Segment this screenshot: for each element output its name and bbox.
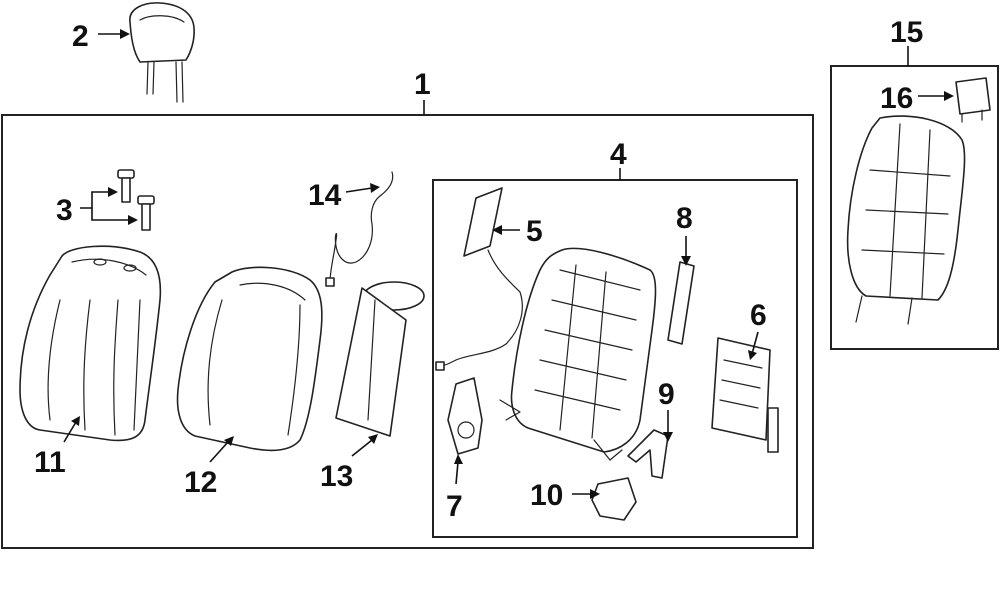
leader-12 bbox=[209, 441, 229, 463]
leader-lines bbox=[63, 29, 954, 499]
leader-3 bbox=[80, 191, 134, 221]
leader-7 bbox=[455, 461, 459, 485]
callout-8: 8 bbox=[676, 202, 693, 235]
group-box-1 bbox=[1, 114, 814, 549]
part-9-lever bbox=[627, 429, 669, 479]
group-box-4 bbox=[432, 179, 798, 538]
part-2-headrest bbox=[129, 2, 195, 103]
leader-6 bbox=[751, 331, 759, 355]
leader-11 bbox=[63, 421, 77, 443]
part-5-lumbar-cable bbox=[435, 187, 523, 371]
part-14-wiring-harness bbox=[325, 171, 394, 287]
callout-2: 2 bbox=[72, 20, 89, 53]
part-13-side-bolster bbox=[335, 281, 425, 437]
leader-13 bbox=[351, 439, 373, 457]
callout-14: 14 bbox=[308, 179, 342, 212]
callout-16: 16 bbox=[880, 82, 913, 115]
callout-6: 6 bbox=[750, 299, 767, 332]
callout-11: 11 bbox=[34, 446, 66, 479]
part-3-headrest-guides bbox=[117, 169, 155, 231]
part-8-bracket bbox=[667, 261, 695, 345]
callout-15: 15 bbox=[890, 16, 923, 49]
callout-1: 1 bbox=[414, 68, 431, 101]
part-15-seatback-panel bbox=[846, 115, 966, 325]
callout-7: 7 bbox=[446, 490, 463, 523]
group-box-15 bbox=[830, 65, 999, 350]
callout-3: 3 bbox=[56, 194, 73, 227]
callout-4: 4 bbox=[610, 138, 627, 171]
leader-14 bbox=[345, 187, 373, 193]
callout-13: 13 bbox=[320, 460, 353, 493]
part-16-clip bbox=[955, 77, 991, 123]
callout-12: 12 bbox=[184, 466, 217, 499]
part-7-recliner bbox=[447, 377, 483, 455]
part-12-seatback-pad bbox=[176, 266, 323, 452]
callout-5: 5 bbox=[526, 215, 543, 248]
callout-labels: 1 2 3 4 5 6 7 8 9 10 11 12 13 14 15 16 bbox=[34, 16, 923, 523]
part-6-lumbar-support bbox=[711, 337, 779, 453]
callout-10: 10 bbox=[530, 479, 563, 512]
part-10-cover bbox=[591, 477, 637, 521]
callout-9: 9 bbox=[658, 378, 675, 411]
part-4-seatback-frame bbox=[499, 247, 657, 461]
part-11-seatback-cover bbox=[19, 245, 162, 442]
